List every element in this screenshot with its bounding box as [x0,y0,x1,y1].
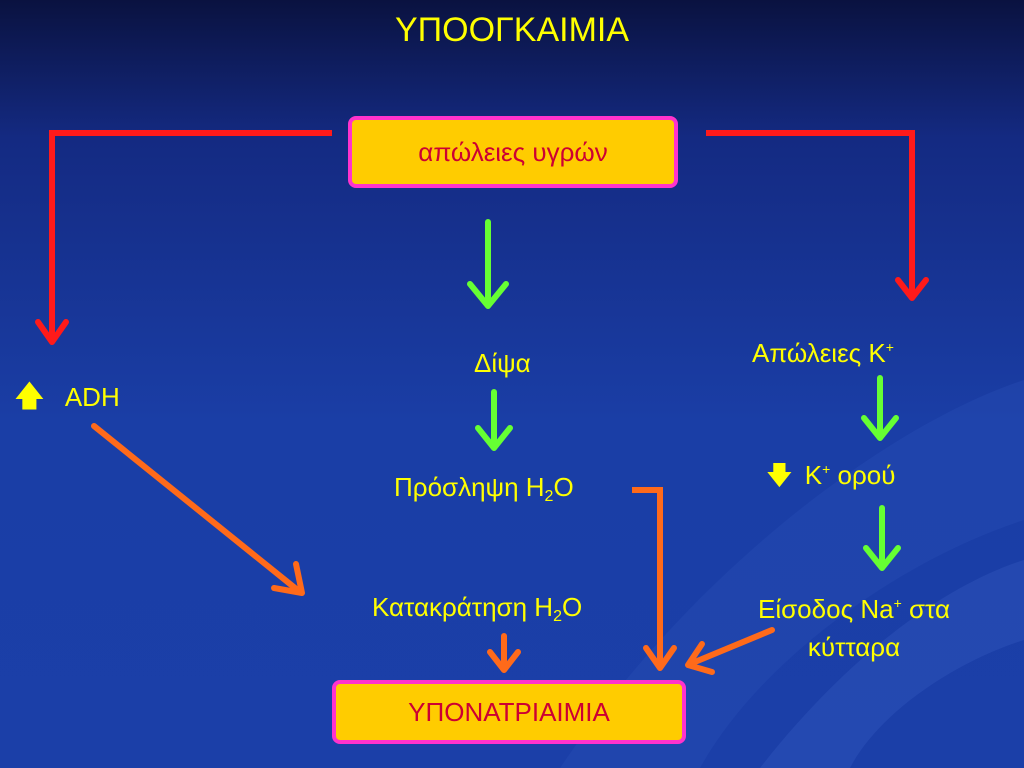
sodium-entry-line2: κύτταρα [807,632,901,662]
water-intake-tail: O [553,472,574,502]
serum-potassium-tail: ορού [830,460,896,490]
down-arrow-icon: 🡇 [766,460,793,490]
sodium-entry-line1: Είσοδος Na [758,594,894,624]
water-intake-sub: 2 [544,488,554,505]
orange-arrow-intake-head [643,645,677,671]
water-retention-label: Κατακράτηση H [372,592,554,622]
potassium-loss-sup: + [885,339,894,355]
thirst-node: Δίψα [474,350,531,376]
fluid-loss-label: απώλειες υγρών [418,136,608,167]
green-arrow-naentry-head [863,545,901,571]
potassium-loss-label: Απώλειες K [752,338,886,368]
green-arrow-thirst-head [467,281,509,309]
water-intake-label: Πρόσληψη H [394,472,545,502]
up-arrow-icon: 🡅 [14,380,45,413]
orange-arrow-intake [632,487,663,666]
sodium-entry-node: Είσοδος Na+ στα κύτταρα [714,584,994,666]
water-intake-node: Πρόσληψη H2O [394,474,574,505]
orange-arrow-naentry-head [685,641,715,675]
sodium-entry-sup: + [893,595,902,611]
sodium-entry-line1-wrap: Είσοδος Na+ στα [714,584,994,628]
adh-node: 🡅 ADH [14,382,120,412]
red-arrowhead-left [35,319,69,345]
orange-arrow-adh-shaft [91,423,303,595]
water-retention-sub: 2 [553,608,562,625]
orange-arrow-retention-head [487,649,521,673]
serum-potassium-sup: + [822,461,831,477]
potassium-loss-node: Απώλειες K+ [752,340,894,366]
green-arrow-serumk-head [861,415,899,441]
orange-arrow-naentry-shaft [687,627,775,667]
water-retention-tail: O [561,592,583,622]
red-arrow-right [706,130,915,296]
serum-potassium-node: 🡇 K+ ορού [766,462,895,488]
red-arrow-left [49,130,332,340]
green-arrow-intake-head [475,425,513,451]
thirst-label: Δίψα [474,348,531,378]
serum-potassium-label: K [804,460,823,490]
sodium-entry-line1-tail: στα [901,594,950,624]
orange-arrow-adh-head [271,561,305,596]
slide-title: ΥΠΟΟΓΚΑΙΜΙΑ [394,11,630,49]
adh-label: ADH [64,382,120,412]
water-retention-node: Κατακράτηση H2O [372,594,582,625]
hyponatremia-label: ΥΠΟΝΑΤΡΙΑΙΜΙΑ [408,696,610,727]
red-arrowhead-right [895,277,929,301]
fluid-loss-box: απώλειες υγρών [348,116,678,188]
hyponatremia-box: ΥΠΟΝΑΤΡΙΑΙΜΙΑ [332,680,686,744]
